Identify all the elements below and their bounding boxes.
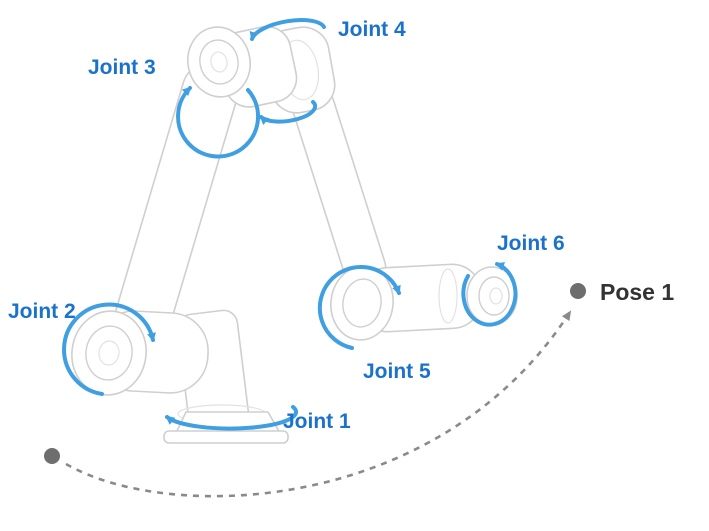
joint4-label: Joint 4 (338, 18, 406, 41)
joint3-rotation-arrow-icon (176, 86, 260, 159)
joint6-label: Joint 6 (497, 232, 565, 255)
joint1-rotation-arrow-icon (165, 405, 299, 431)
joint5-label: Joint 5 (363, 360, 431, 383)
joint2-label: Joint 2 (8, 300, 76, 323)
joint6-rotation-arrow-icon (461, 262, 518, 327)
joint3-label: Joint 3 (88, 56, 156, 79)
pose1-waypoint-dot (570, 283, 586, 299)
joint4-rotation-arrow-bottom-icon (259, 100, 318, 125)
joint5-rotation-arrow-icon (317, 264, 401, 350)
joint2-rotation-arrow-icon (62, 302, 156, 396)
joint4-rotation-arrow-top-icon (249, 18, 326, 41)
joint1-label: Joint 1 (283, 410, 351, 433)
trajectory-path (65, 310, 572, 498)
start-waypoint-dot (44, 448, 60, 464)
robot-arm-illustration (71, 25, 518, 444)
pose1-label: Pose 1 (600, 279, 674, 305)
